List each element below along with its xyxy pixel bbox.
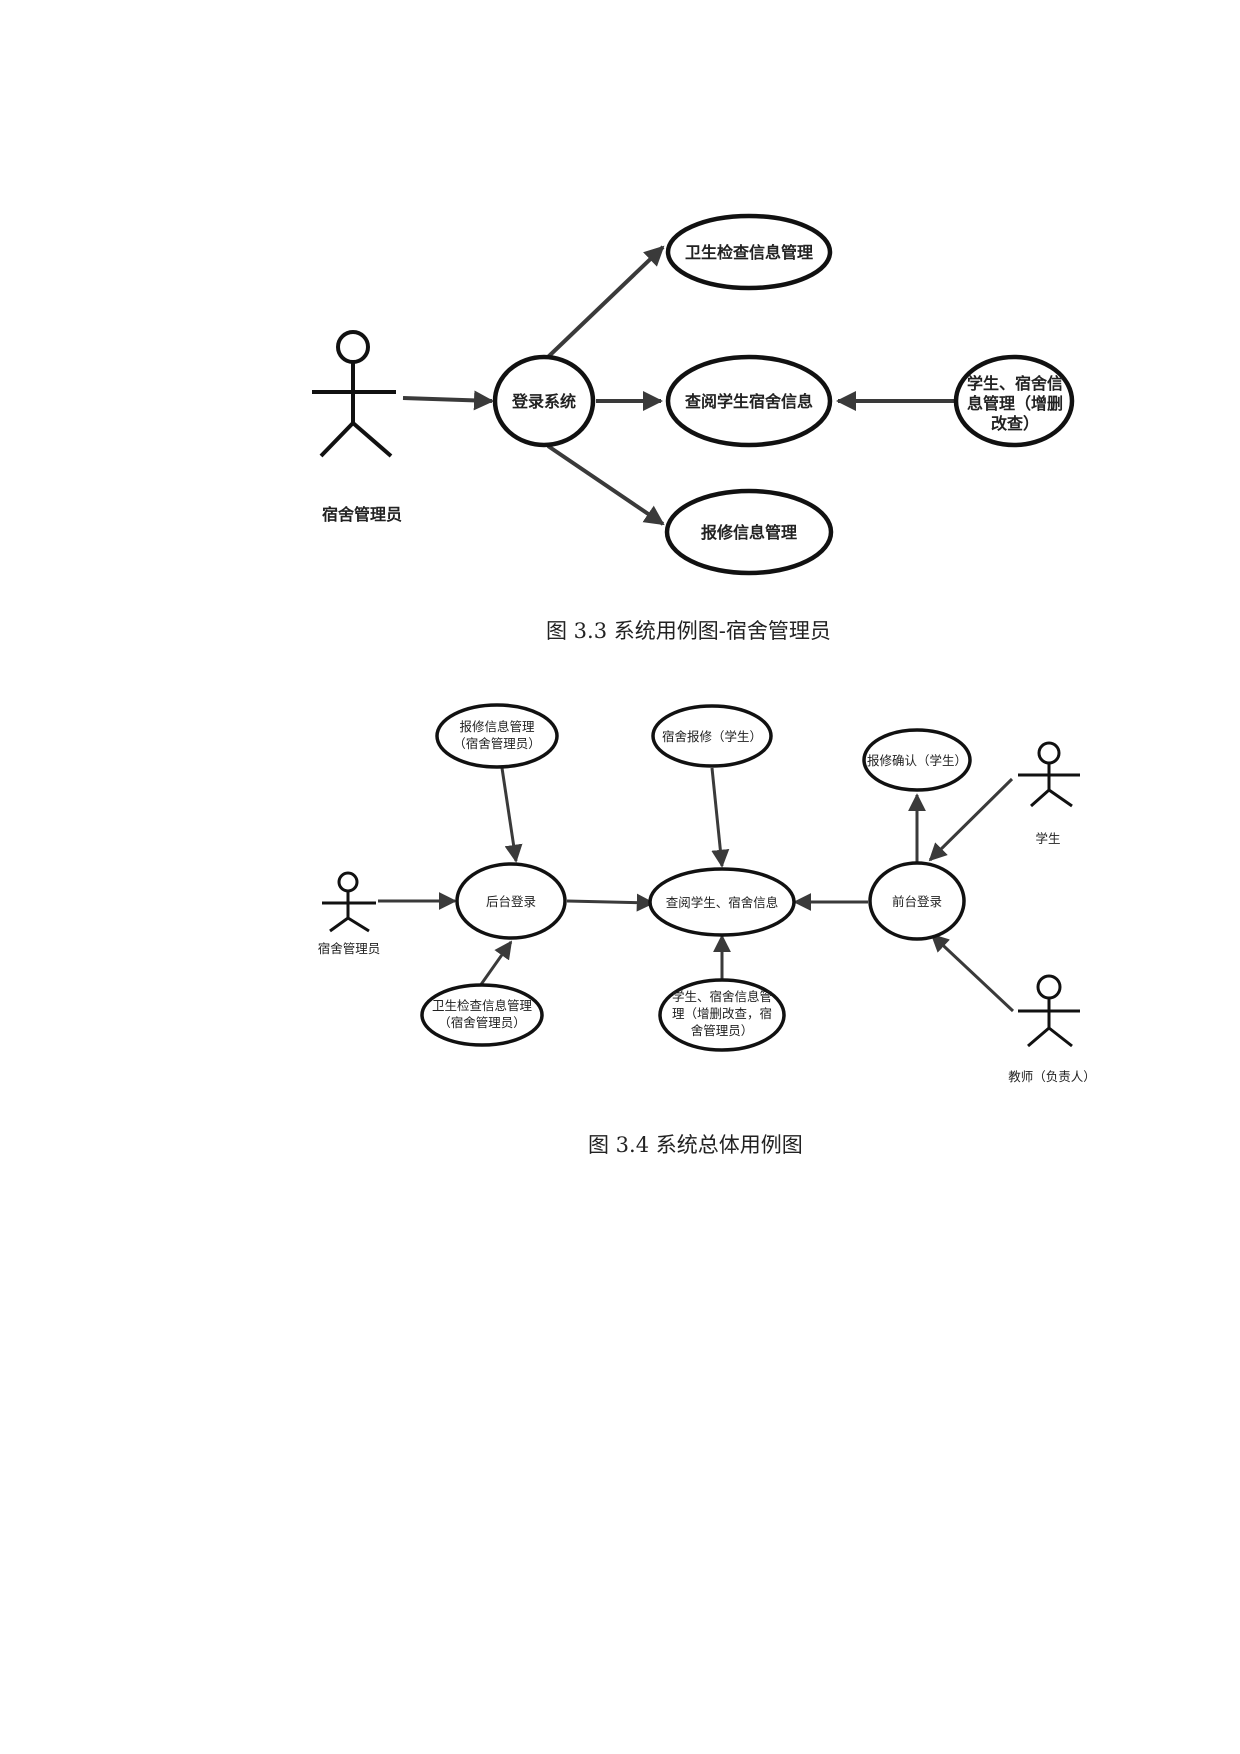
usecase-label-dorm-repair: 宿舍报修（学生）	[662, 729, 762, 744]
usecase-view-info	[648, 867, 796, 937]
usecase-view-dorm-info	[665, 354, 833, 448]
figure-3-3-caption: 图 3.3 系统用例图-宿舍管理员	[546, 619, 831, 643]
arrow-login-to-repair	[546, 444, 665, 526]
usecase-label-backend-login: 后台登录	[486, 894, 536, 909]
arrow-dorm-repair-to-view	[710, 767, 730, 868]
usecase-hygiene-manage	[420, 983, 544, 1047]
actor-label-student: 学生	[1035, 831, 1060, 846]
usecase-student-dorm-management	[953, 354, 1075, 448]
usecase-label-login: 登录系统	[511, 392, 576, 411]
figure-3-3-diagram: 宿舍管理员 登录系统 卫生检查信息管理 查阅学生宿舍信息 报修信息管理 学生、宿…	[312, 213, 1075, 576]
arrow-login-to-hygiene	[546, 245, 665, 359]
arrow-repair-manage-to-backend	[500, 767, 523, 863]
actor-label-dorm-admin: 宿舍管理员	[322, 505, 402, 524]
arrow-actor-to-login	[402, 390, 494, 411]
usecase-label-repair-manage-line1: 报修信息管理	[459, 719, 535, 734]
arrow-backend-to-view	[566, 893, 655, 912]
usecase-label-manage-line3: 改查）	[991, 414, 1039, 433]
usecase-label-hygiene: 卫生检查信息管理	[685, 243, 813, 262]
arrow-student-to-frontend	[928, 777, 1014, 862]
usecase-label-manage-line1: 学生、宿舍信	[967, 374, 1063, 393]
usecase-label-frontend-login: 前台登录	[892, 894, 942, 909]
figure-3-4-caption: 图 3.4 系统总体用例图	[588, 1133, 803, 1157]
usecase-label-view-info: 查阅学生、宿舍信息	[666, 895, 779, 910]
actor-dorm-admin-2	[322, 871, 376, 933]
usecase-label-repair-confirm: 报修确认（学生）	[867, 753, 967, 768]
actor-label-teacher: 教师（负责人）	[1008, 1069, 1096, 1084]
actor-dorm-admin	[312, 330, 396, 458]
actor-label-dorm-admin-2: 宿舍管理员	[318, 941, 381, 956]
actor-student	[1018, 741, 1080, 808]
usecase-label-view: 查阅学生宿舍信息	[685, 392, 813, 411]
usecase-repair-management	[664, 488, 834, 576]
usecase-repair-confirm	[862, 728, 972, 792]
usecase-frontend-login	[868, 861, 966, 941]
usecase-hygiene-management	[665, 213, 833, 291]
actor-teacher	[1018, 974, 1080, 1048]
usecase-backend-login	[455, 862, 567, 940]
usecase-label-repair-manage-line2: （宿舍管理员）	[453, 736, 541, 751]
usecase-repair-manage	[435, 703, 559, 769]
usecase-dorm-repair	[651, 704, 773, 768]
usecase-label-manage-line3: 舍管理员）	[691, 1023, 754, 1038]
usecase-label-manage-line2: 理（增删改查，宿	[672, 1006, 772, 1021]
usecase-label-hygiene-line2: （宿舍管理员）	[438, 1015, 526, 1030]
figure-3-4-diagram: 宿舍管理员 学生 教师（负责人） 报修信息管理 （	[318, 703, 1096, 1084]
usecase-label-repair: 报修信息管理	[701, 523, 797, 542]
usecase-label-manage-line1: 学生、宿舍信息管	[672, 989, 772, 1004]
usecase-label-hygiene-line1: 卫生检查信息管理	[432, 998, 533, 1013]
usecase-student-dorm-manage	[658, 978, 786, 1052]
usecase-login-system	[492, 354, 596, 448]
arrow-teacher-to-frontend	[930, 933, 1015, 1013]
usecase-label-manage-line2: 息管理（增删	[967, 394, 1063, 413]
